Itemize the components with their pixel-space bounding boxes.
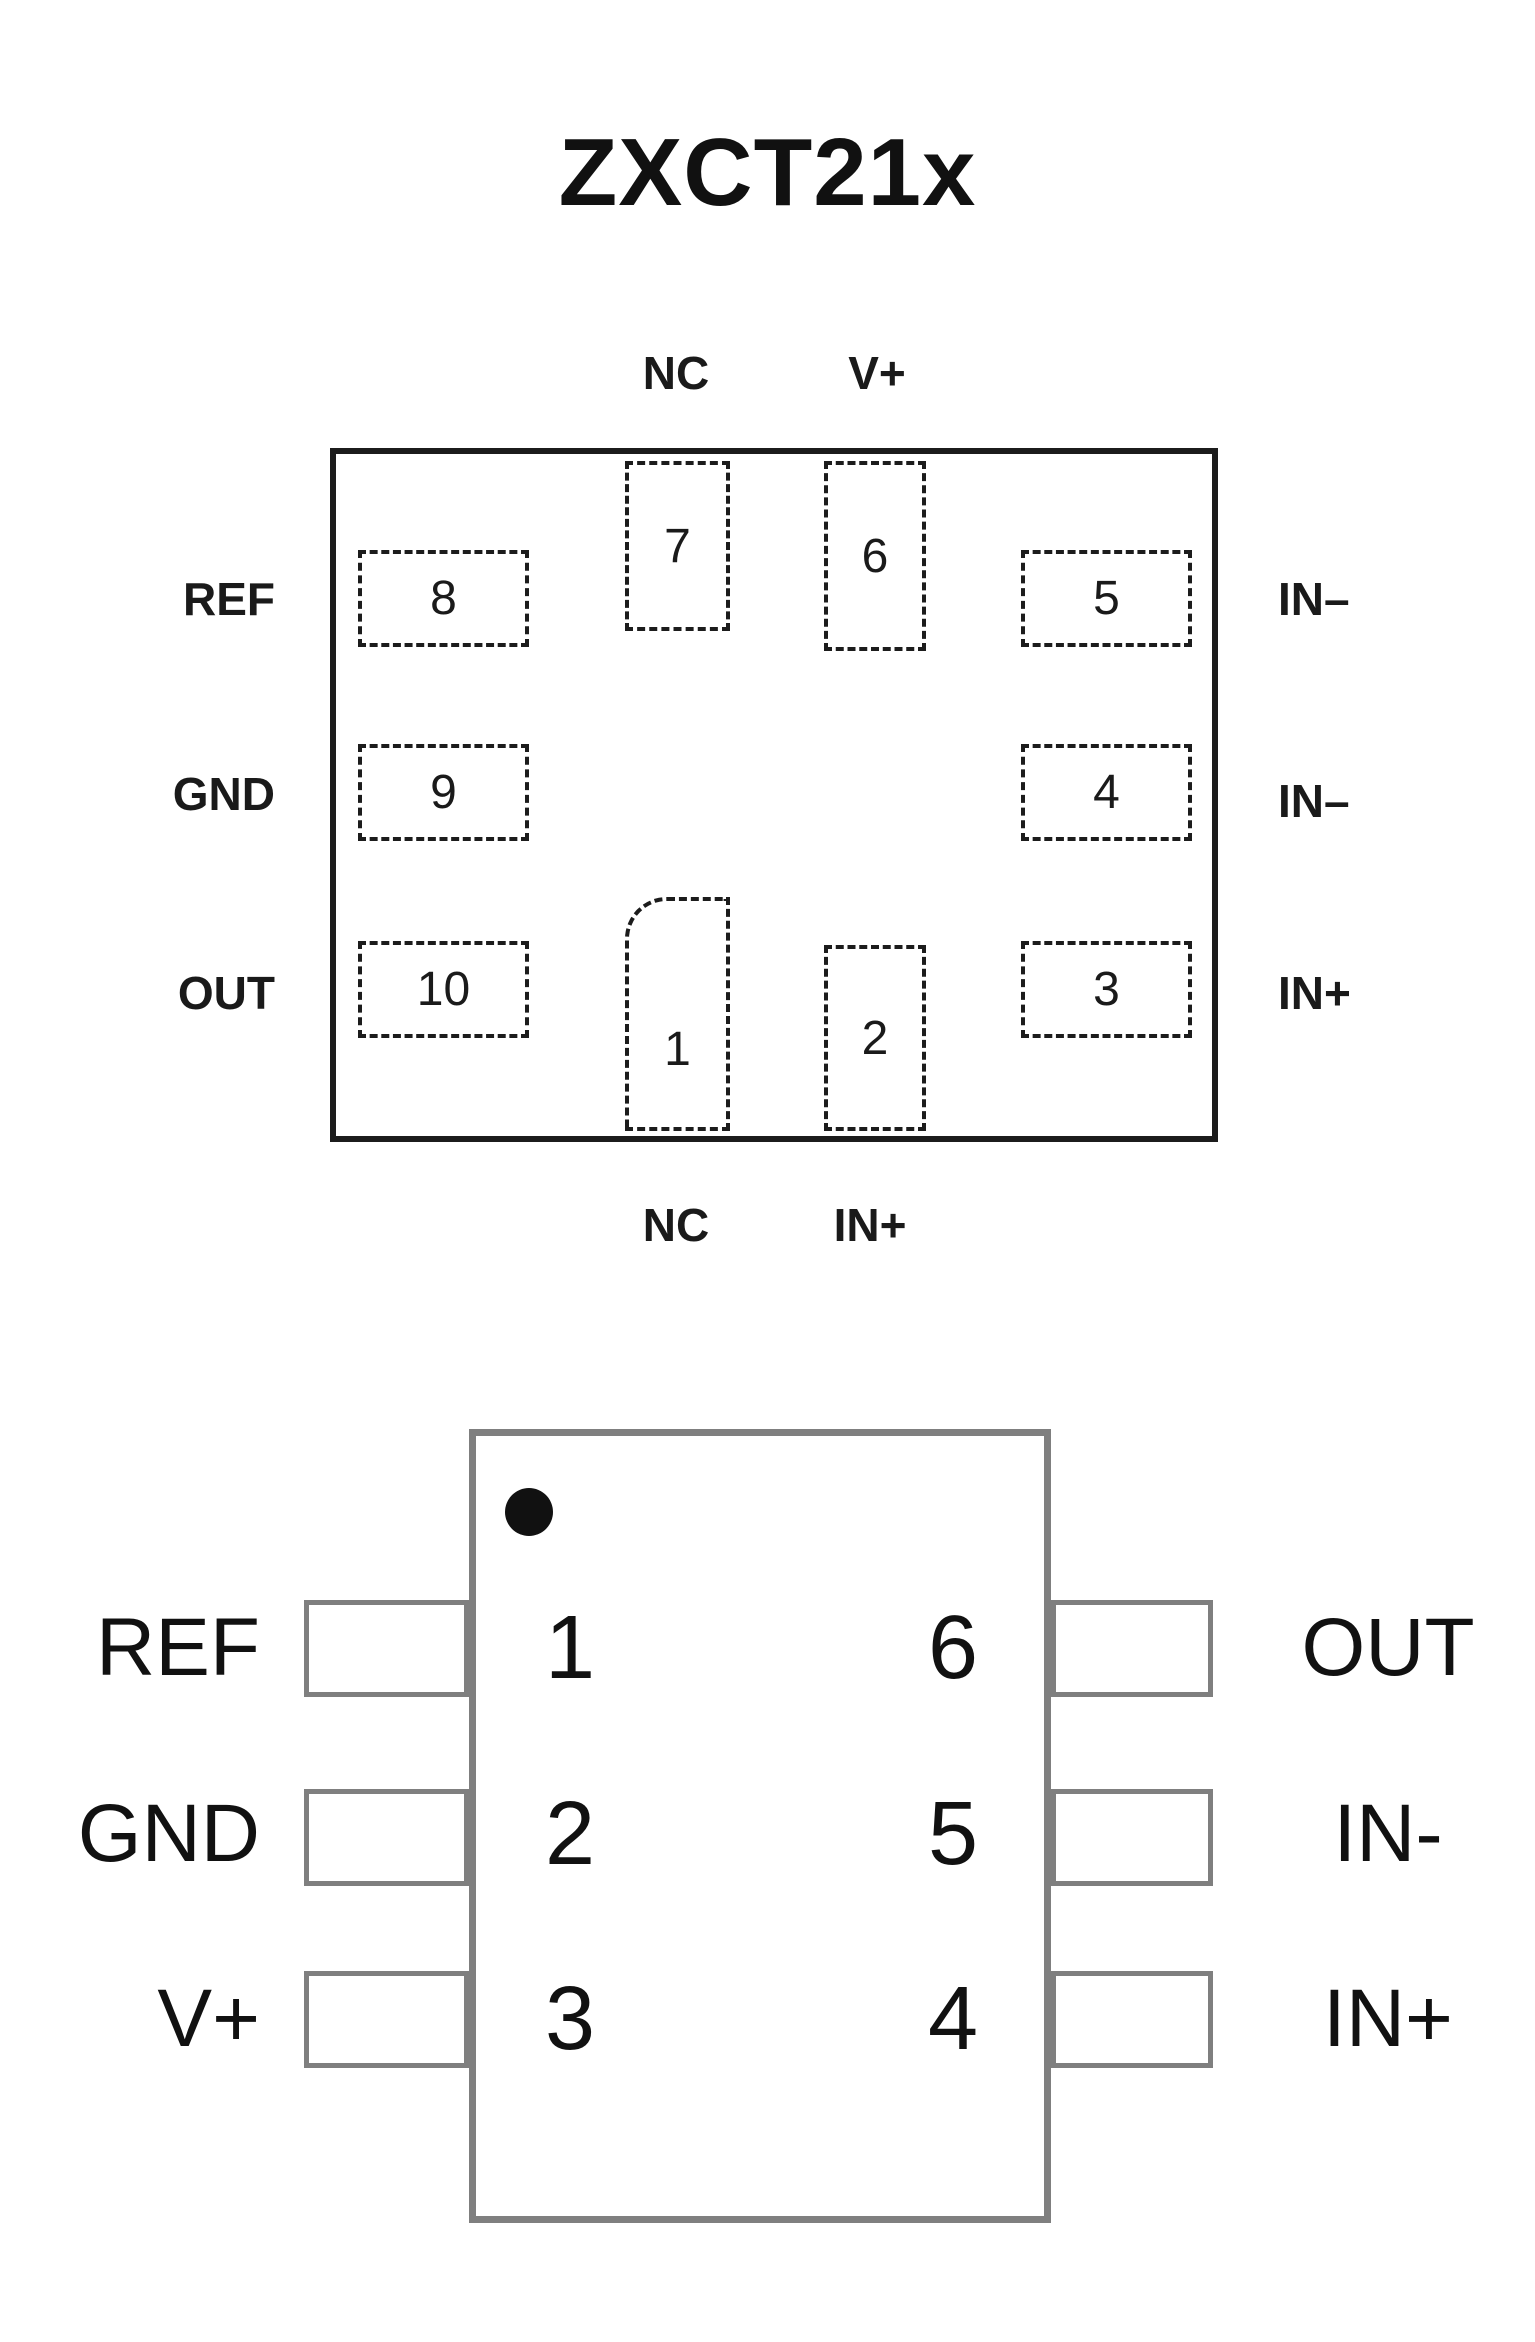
sot-pin-number-2: 2 xyxy=(544,1784,596,1884)
dfn-label-gnd: GND xyxy=(172,768,275,820)
dfn-pad-7: 7 xyxy=(625,461,730,631)
sot-label-vplus: V+ xyxy=(157,1973,260,2064)
sot-pin-number-5: 5 xyxy=(927,1784,979,1884)
sot-pin-number-3: 3 xyxy=(544,1969,596,2069)
sot-label-in-plus: IN+ xyxy=(1323,1973,1453,2064)
dfn-pad-4: 4 xyxy=(1021,744,1192,841)
dfn-label-in-plus-3: IN+ xyxy=(1278,967,1351,1019)
dfn-label-in-minus-4: IN– xyxy=(1278,775,1350,827)
sot-pin-number-6: 6 xyxy=(927,1598,979,1698)
page-title: ZXCT21x xyxy=(558,119,977,226)
dfn-pad-5: 5 xyxy=(1021,550,1192,647)
dfn-label-in-minus-5: IN– xyxy=(1278,573,1350,625)
dfn-pad-3: 3 xyxy=(1021,941,1192,1038)
sot-label-gnd: GND xyxy=(77,1788,260,1879)
pin1-indicator-dot xyxy=(505,1488,553,1536)
dfn-package-outline xyxy=(330,448,1218,1142)
sot-lead-2 xyxy=(304,1789,469,1886)
dfn-pad-8: 8 xyxy=(358,550,529,647)
dfn-pad-9: 9 xyxy=(358,744,529,841)
sot-lead-1 xyxy=(304,1600,469,1697)
dfn-pad-2: 2 xyxy=(824,945,926,1131)
sot-package-outline xyxy=(469,1429,1051,2223)
dfn-bottom-label-nc: NC xyxy=(642,1199,710,1251)
sot-label-in-minus: IN- xyxy=(1333,1788,1443,1879)
sot-lead-5 xyxy=(1051,1789,1213,1886)
sot-lead-3 xyxy=(304,1971,469,2068)
sot-lead-6 xyxy=(1051,1600,1213,1697)
sot-label-out: OUT xyxy=(1301,1602,1475,1693)
sot-lead-4 xyxy=(1051,1971,1213,2068)
dfn-pad-10: 10 xyxy=(358,941,529,1038)
sot-label-ref: REF xyxy=(96,1602,260,1693)
dfn-top-label-vplus: V+ xyxy=(848,347,906,399)
sot-pin-number-4: 4 xyxy=(927,1969,979,2069)
sot-pin-number-1: 1 xyxy=(544,1598,596,1698)
dfn-top-label-nc: NC xyxy=(642,347,710,399)
dfn-label-ref: REF xyxy=(183,573,275,625)
dfn-pad-1: 1 xyxy=(625,897,730,1131)
dfn-bottom-label-in-plus: IN+ xyxy=(833,1199,907,1251)
dfn-label-out: OUT xyxy=(177,967,275,1019)
dfn-pad-6: 6 xyxy=(824,461,926,651)
